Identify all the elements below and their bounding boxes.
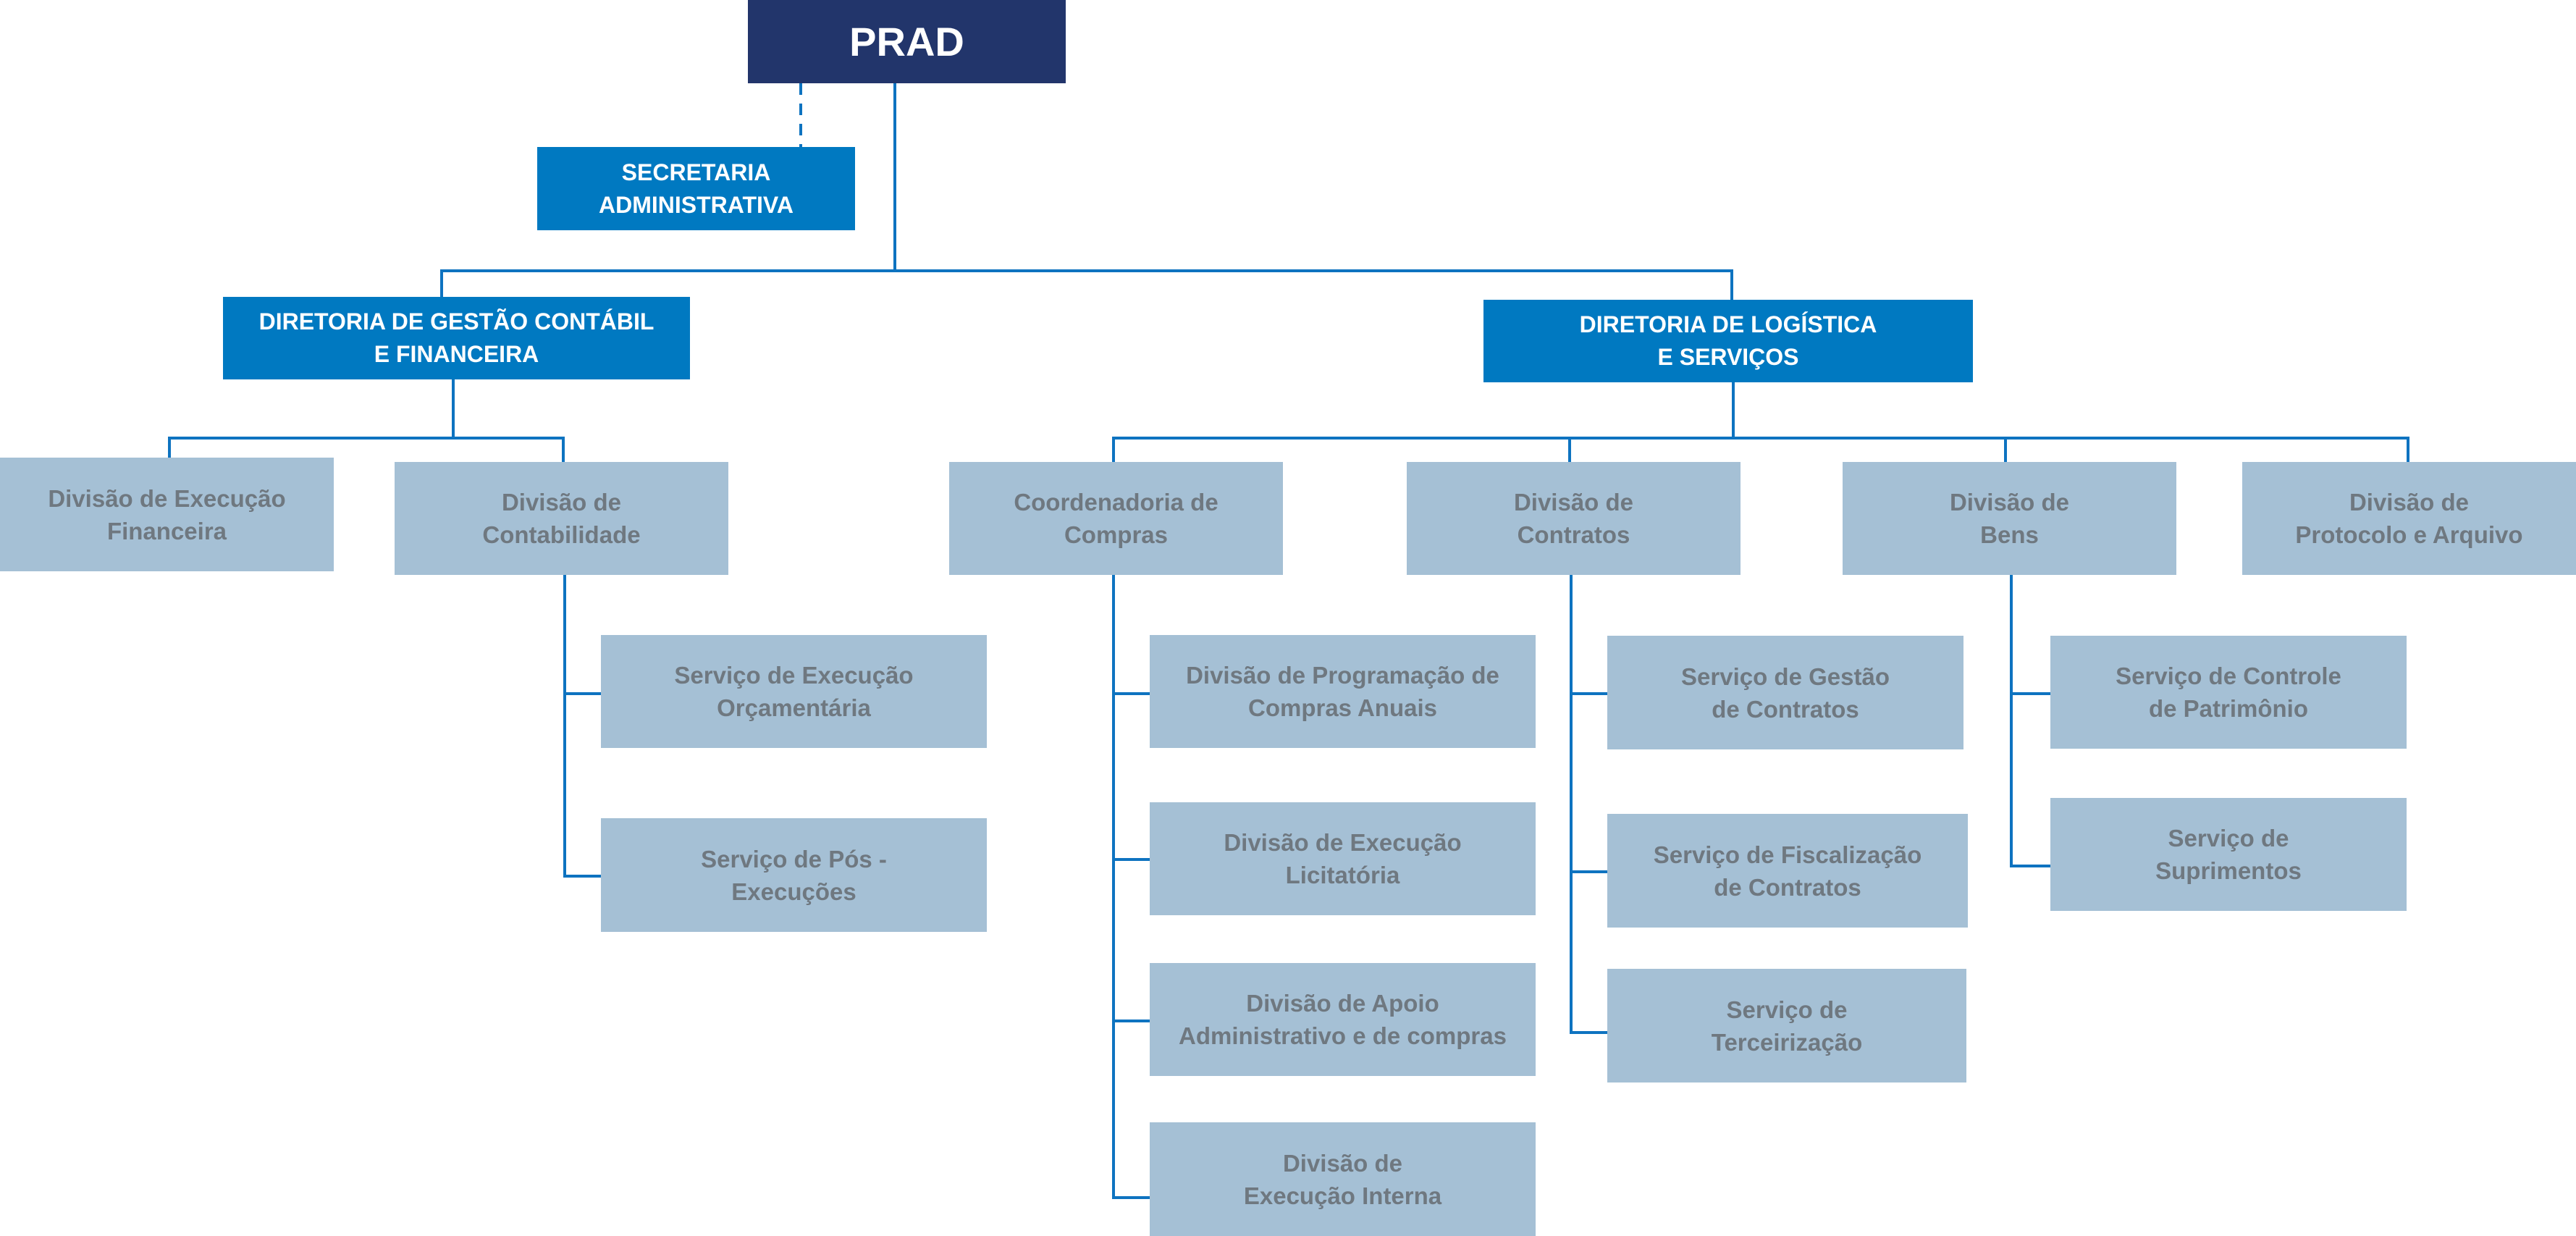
node-div4-line1: Divisão de: [1513, 489, 1634, 516]
node-div6-line2: Protocolo e Arquivo: [2295, 521, 2523, 548]
node-divisao-execucao-interna: Divisão de Execução Interna: [1150, 1122, 1536, 1236]
node-compras-u3-line2: Administrativo e de compras: [1179, 1022, 1507, 1049]
node-servico-pos-execucoes: Serviço de Pós - Execuções: [601, 818, 987, 932]
node-bens-s2-line2: Suprimentos: [2155, 857, 2302, 884]
node-div1-line1: Divisão de Execução: [48, 484, 286, 512]
node-divisao-bens: Divisão de Bens: [1843, 462, 2176, 575]
node-servico-terceirizacao: Serviço de Terceirização: [1607, 969, 1966, 1082]
node-dir2-line2: E SERVIÇOS: [1657, 344, 1799, 370]
node-coordenadoria-compras: Coordenadoria de Compras: [949, 462, 1283, 575]
node-servico-controle-patrimonio: Serviço de Controle de Patrimônio: [2050, 636, 2407, 749]
node-contratos-s2-line1: Serviço de Fiscalização: [1653, 841, 1922, 868]
node-div2-line1: Divisão de: [501, 489, 622, 516]
node-servico-execucao-orcamentaria: Serviço de Execução Orçamentária: [601, 635, 987, 748]
node-compras-u1-line2: Compras Anuais: [1247, 694, 1437, 721]
node-contratos-s1-line1: Serviço de Gestão: [1681, 663, 1890, 690]
node-compras-u1-line1: Divisão de Programação de: [1186, 662, 1499, 689]
node-div5-line1: Divisão de: [1949, 489, 2070, 516]
node-dir1-line1: DIRETORIA DE GESTÃO CONTÁBIL: [258, 308, 654, 335]
node-servico-suprimentos: Serviço de Suprimentos: [2050, 798, 2407, 911]
node-div2-line2: Contabilidade: [482, 521, 641, 548]
node-div5-line2: Bens: [1980, 521, 2039, 548]
node-diretoria-logistica: DIRETORIA DE LOGÍSTICA E SERVIÇOS: [1483, 300, 1973, 382]
node-contratos-s2-line2: de Contratos: [1714, 873, 1861, 901]
node-divisao-contratos: Divisão de Contratos: [1407, 462, 1741, 575]
node-compras-u4-line1: Divisão de: [1282, 1149, 1403, 1177]
node-secretaria-line1: SECRETARIA: [621, 159, 771, 185]
node-contab-s2-line1: Serviço de Pós -: [701, 845, 887, 873]
node-secretaria-line2: ADMINISTRATIVA: [598, 191, 794, 218]
node-prad: PRAD: [748, 0, 1066, 83]
node-dir1-line2: E FINANCEIRA: [374, 341, 539, 367]
node-compras-u2-line1: Divisão de Execução: [1224, 829, 1462, 856]
node-div6-line1: Divisão de: [2349, 489, 2470, 516]
node-divisao-protocolo-arquivo: Divisão de Protocolo e Arquivo: [2242, 462, 2576, 575]
node-bens-s1-line1: Serviço de Controle: [2116, 663, 2341, 689]
node-prad-label: PRAD: [849, 19, 964, 64]
node-contab-s1-line1: Serviço de Execução: [674, 662, 914, 689]
node-divisao-contabilidade: Divisão de Contabilidade: [395, 462, 728, 575]
node-compras-u2-line2: Licitatória: [1285, 862, 1400, 888]
node-compras-u3-line1: Divisão de Apoio: [1246, 990, 1439, 1017]
node-contab-s1-line2: Orçamentária: [717, 694, 871, 721]
node-bens-s2-line1: Serviço de: [2168, 825, 2289, 852]
node-contratos-s1-line2: de Contratos: [1712, 695, 1859, 723]
node-divisao-apoio-administrativo: Divisão de Apoio Administrativo e de com…: [1150, 963, 1536, 1076]
node-contratos-s3-line1: Serviço de: [1726, 996, 1848, 1023]
node-secretaria-administrativa: SECRETARIA ADMINISTRATIVA: [537, 147, 855, 230]
node-servico-fiscalizacao-contratos: Serviço de Fiscalização de Contratos: [1607, 814, 1968, 928]
node-contab-s2-line2: Execuções: [731, 878, 856, 905]
node-div4-line2: Contratos: [1517, 521, 1630, 548]
node-contratos-s3-line2: Terceirização: [1711, 1028, 1863, 1056]
node-servico-gestao-contratos: Serviço de Gestão de Contratos: [1607, 636, 1963, 749]
node-divisao-programacao-compras: Divisão de Programação de Compras Anuais: [1150, 635, 1536, 748]
node-bens-s1-line2: de Patrimônio: [2148, 695, 2309, 722]
node-div3-line1: Coordenadoria de: [1014, 489, 1218, 516]
node-dir2-line1: DIRETORIA DE LOGÍSTICA: [1579, 311, 1877, 337]
node-diretoria-gestao-contabil: DIRETORIA DE GESTÃO CONTÁBIL E FINANCEIR…: [223, 297, 690, 379]
node-divisao-execucao-financeira: Divisão de Execução Financeira: [0, 458, 334, 571]
node-div1-line2: Financeira: [106, 517, 227, 545]
node-div3-line2: Compras: [1064, 521, 1169, 548]
node-compras-u4-line2: Execução Interna: [1243, 1182, 1442, 1209]
node-divisao-execucao-licitatoria: Divisão de Execução Licitatória: [1150, 802, 1536, 915]
